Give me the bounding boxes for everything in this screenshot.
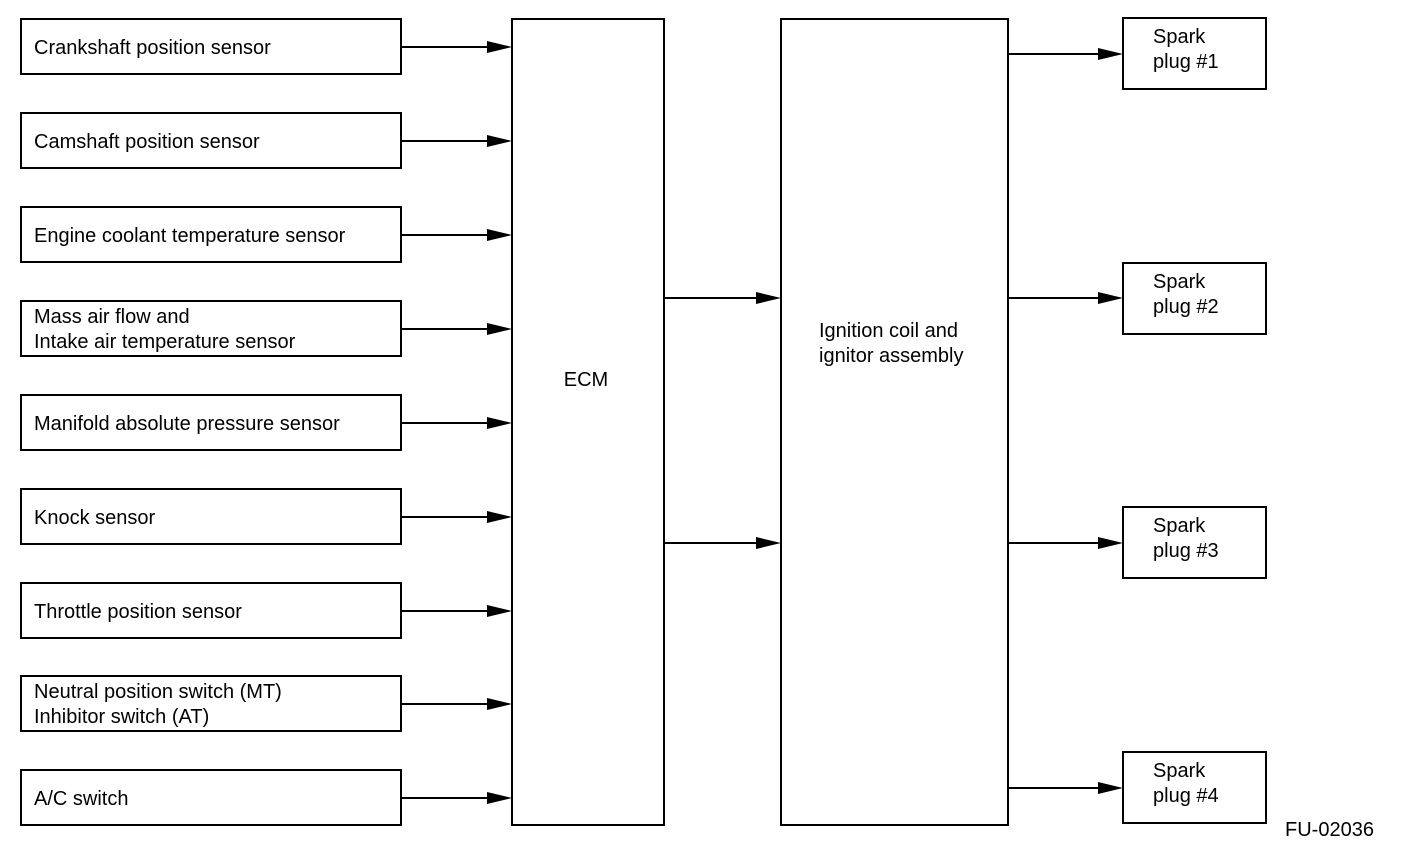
sensor-label-line: Intake air temperature sensor: [34, 331, 296, 353]
ignition-to-plug-arrowhead: [1098, 782, 1123, 794]
sensor-label-line: Manifold absolute pressure sensor: [34, 413, 340, 435]
sensor-box: [20, 582, 402, 639]
spark-plug-1: Spark plug #1: [1008, 17, 1267, 90]
ignition-label-line-1: Ignition coil and: [819, 320, 958, 342]
sensor-label-line: Throttle position sensor: [34, 601, 242, 623]
spark-plug-label-line: plug #4: [1153, 785, 1219, 807]
spark-plug-4: Spark plug #4: [1008, 751, 1267, 824]
sensor-6: Knock sensor: [20, 488, 512, 545]
sensor-box: [20, 300, 402, 357]
spark-plug-3: Spark plug #3: [1008, 506, 1267, 579]
sensor-7: Throttle position sensor: [20, 582, 512, 639]
sensor-box: [20, 206, 402, 263]
sensor-9: A/C switch: [20, 769, 512, 826]
spark-plug-2: Spark plug #2: [1008, 262, 1267, 335]
sensor-3: Engine coolant temperature sensor: [20, 206, 512, 263]
sensor-label-line: Camshaft position sensor: [34, 131, 260, 153]
sensor-to-ecm-arrowhead: [487, 792, 512, 804]
sensor-label-line: Inhibitor switch (AT): [34, 706, 209, 728]
spark-plug-box: [1122, 17, 1267, 90]
spark-plug-label-line: plug #1: [1153, 51, 1219, 73]
sensor-label-line: Crankshaft position sensor: [34, 37, 271, 59]
sensor-to-ecm-arrowhead: [487, 41, 512, 53]
ecm-to-ignition-connections: [664, 292, 781, 549]
sensor-to-ecm-arrowhead: [487, 605, 512, 617]
sensor-label-line: Mass air flow and: [34, 306, 190, 328]
sensor-2: Camshaft position sensor: [20, 112, 512, 169]
spark-plug-box: [1122, 262, 1267, 335]
ecm-to-ignition-arrowhead-2: [756, 537, 781, 549]
sensor-label-line: Neutral position switch (MT): [34, 681, 282, 703]
spark-plug-label-line: Spark: [1153, 760, 1206, 782]
ignition-to-plug-arrowhead: [1098, 537, 1123, 549]
sensor-to-ecm-arrowhead: [487, 698, 512, 710]
sensor-to-ecm-arrowhead: [487, 323, 512, 335]
sensor-box: [20, 112, 402, 169]
sensor-label-line: Engine coolant temperature sensor: [34, 225, 346, 247]
sensor-to-ecm-arrowhead: [487, 417, 512, 429]
ecm-to-ignition-arrowhead-1: [756, 292, 781, 304]
spark-plug-label-line: Spark: [1153, 26, 1206, 48]
spark-plug-label-line: plug #2: [1153, 296, 1219, 318]
ecm-box: [511, 18, 665, 826]
sensor-box: [20, 18, 402, 75]
spark-plug-label-line: Spark: [1153, 271, 1206, 293]
sensor-label-line: Knock sensor: [34, 507, 156, 529]
figure-id: FU-02036: [1285, 819, 1374, 841]
sensor-1: Crankshaft position sensor: [20, 18, 512, 75]
ignition-coil-box: [780, 18, 1009, 826]
ignition-label-line-2: ignitor assembly: [819, 345, 964, 367]
sensor-5: Manifold absolute pressure sensor: [20, 394, 512, 451]
spark-plug-label-line: plug #3: [1153, 540, 1219, 562]
sensor-box: [20, 769, 402, 826]
spark-plug-box: [1122, 506, 1267, 579]
sensor-to-ecm-arrowhead: [487, 229, 512, 241]
sensor-to-ecm-arrowhead: [487, 135, 512, 147]
spark-plug-label-line: Spark: [1153, 515, 1206, 537]
ignition-block: Ignition coil and ignitor assembly: [780, 18, 1009, 826]
ecm-label: ECM: [564, 369, 608, 391]
ecm-block: ECM: [511, 18, 665, 826]
sensor-8: Neutral position switch (MT) Inhibitor sw…: [20, 675, 512, 732]
ignition-to-plug-arrowhead: [1098, 48, 1123, 60]
sensor-to-ecm-arrowhead: [487, 511, 512, 523]
spark-plug-box: [1122, 751, 1267, 824]
sensor-label-line: A/C switch: [34, 788, 128, 810]
ignition-to-plug-arrowhead: [1098, 292, 1123, 304]
